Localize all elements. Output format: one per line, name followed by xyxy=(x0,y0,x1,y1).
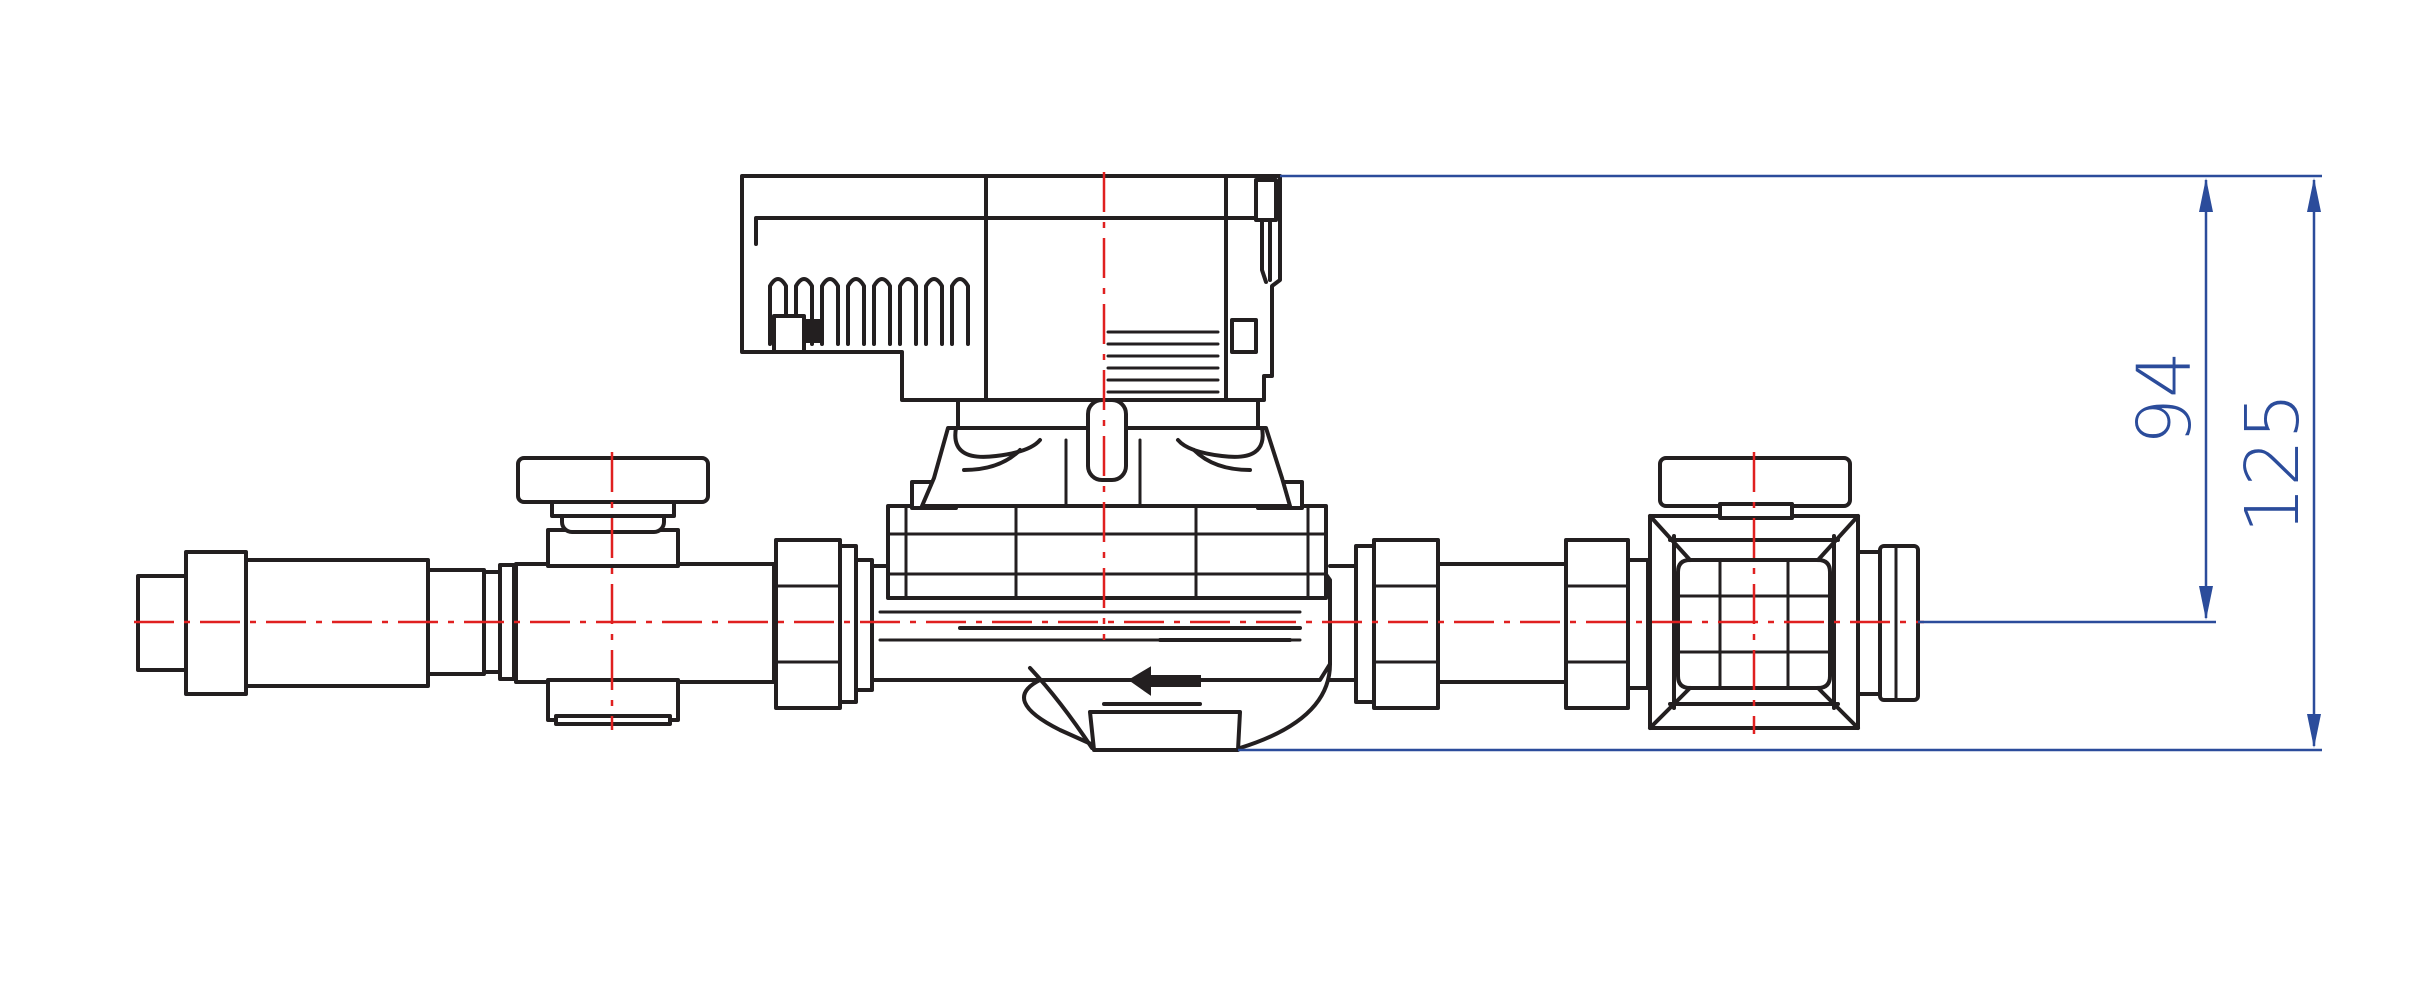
arrow-94-bottom xyxy=(2199,586,2213,620)
dimension-lines: 94 125 xyxy=(1238,174,2322,752)
arrow-94-top xyxy=(2199,178,2213,212)
pump-neck xyxy=(920,398,1292,508)
arrow-125-bottom xyxy=(2307,714,2321,748)
left-ball-valve xyxy=(514,456,776,726)
right-pipe-fitting xyxy=(1436,538,1650,710)
centerlines xyxy=(134,172,1924,734)
pump-flange xyxy=(886,480,1328,600)
right-union-nut xyxy=(1328,538,1440,710)
arrow-125-top xyxy=(2307,178,2321,212)
left-union-nut xyxy=(774,538,874,710)
dimension-label-94: 94 xyxy=(2122,351,2208,445)
right-ball-valve xyxy=(1648,456,1920,730)
dimension-label-125: 125 xyxy=(2230,392,2316,533)
left-pipe-fitting xyxy=(136,550,516,696)
motor-head xyxy=(740,174,1282,402)
